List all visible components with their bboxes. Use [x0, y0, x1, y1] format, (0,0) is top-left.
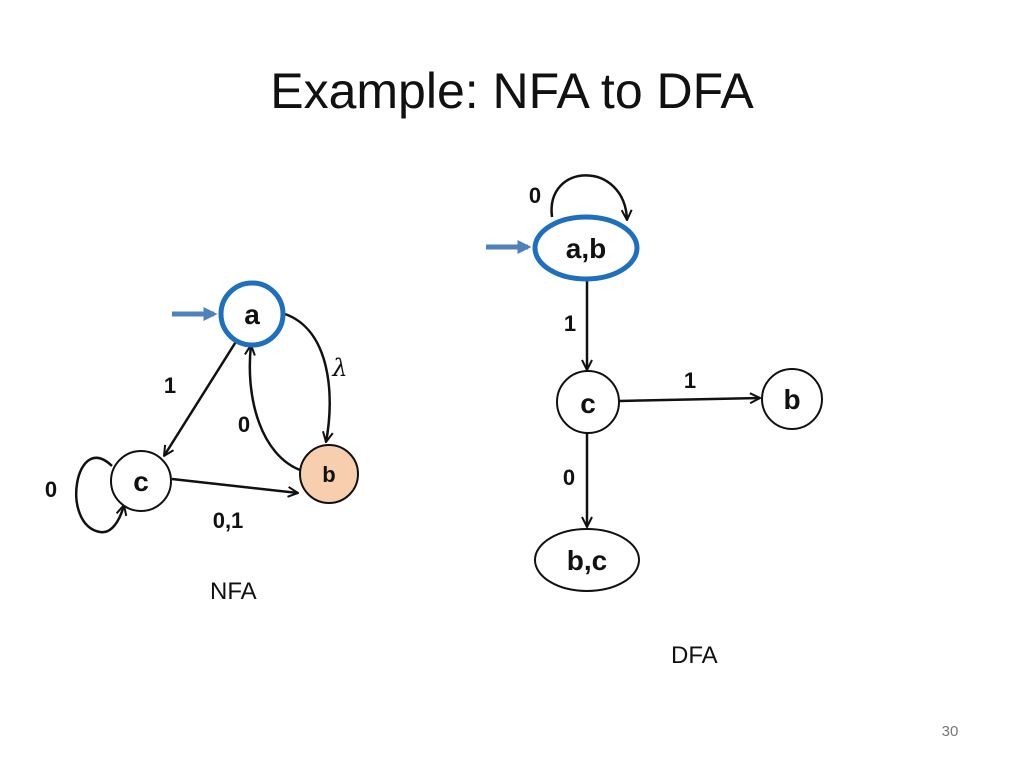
- nfa-state-b: b: [299, 444, 359, 504]
- page-number: 30: [941, 723, 959, 740]
- nfa-edge-c-b-label: 0,1: [213, 508, 244, 533]
- nfa-edge-b-a: [250, 345, 301, 472]
- nfa-edge-a-b-label: λ: [331, 354, 347, 382]
- dfa-diagram: a,b c b b,c 0 1 1 0: [486, 174, 823, 592]
- dfa-state-ab-label: a,b: [566, 233, 606, 264]
- dfa-edge-c-bc-label: 0: [563, 465, 575, 490]
- nfa-edge-a-c: [164, 339, 239, 456]
- nfa-edge-c-b: [171, 477, 298, 493]
- nfa-edge-c-self: [75, 456, 124, 534]
- nfa-edge-a-b: [284, 312, 330, 442]
- dfa-state-ab: a,b: [532, 214, 640, 282]
- dfa-state-b-label: b: [783, 384, 800, 415]
- nfa-caption: NFA: [210, 578, 257, 605]
- dfa-edge-ab-self-label: 0: [529, 183, 541, 208]
- nfa-state-c: c: [110, 450, 172, 512]
- dfa-state-b: b: [761, 368, 823, 430]
- dfa-edge-c-b: [618, 398, 760, 401]
- slide-title: Example: NFA to DFA: [270, 63, 754, 119]
- dfa-caption: DFA: [671, 642, 718, 669]
- dfa-edge-ab-c-label: 1: [564, 311, 576, 336]
- nfa-edge-a-c-label: 1: [164, 373, 176, 398]
- nfa-diagram: a b c 1 λ 0 0,1 0: [45, 280, 359, 534]
- nfa-state-a-label: a: [244, 299, 260, 330]
- nfa-edge-b-a-label: 0: [238, 412, 250, 437]
- dfa-state-c-label: c: [580, 388, 596, 419]
- nfa-state-c-label: c: [133, 466, 149, 497]
- nfa-edge-c-self-label: 0: [45, 477, 57, 502]
- dfa-state-c: c: [556, 370, 620, 434]
- dfa-state-bc: b,c: [534, 528, 640, 592]
- dfa-edge-c-b-label: 1: [684, 368, 696, 393]
- nfa-state-a: a: [218, 280, 286, 348]
- dfa-state-bc-label: b,c: [567, 545, 607, 576]
- dfa-edge-ab-self: [550, 174, 627, 220]
- nfa-state-b-label: b: [322, 462, 335, 487]
